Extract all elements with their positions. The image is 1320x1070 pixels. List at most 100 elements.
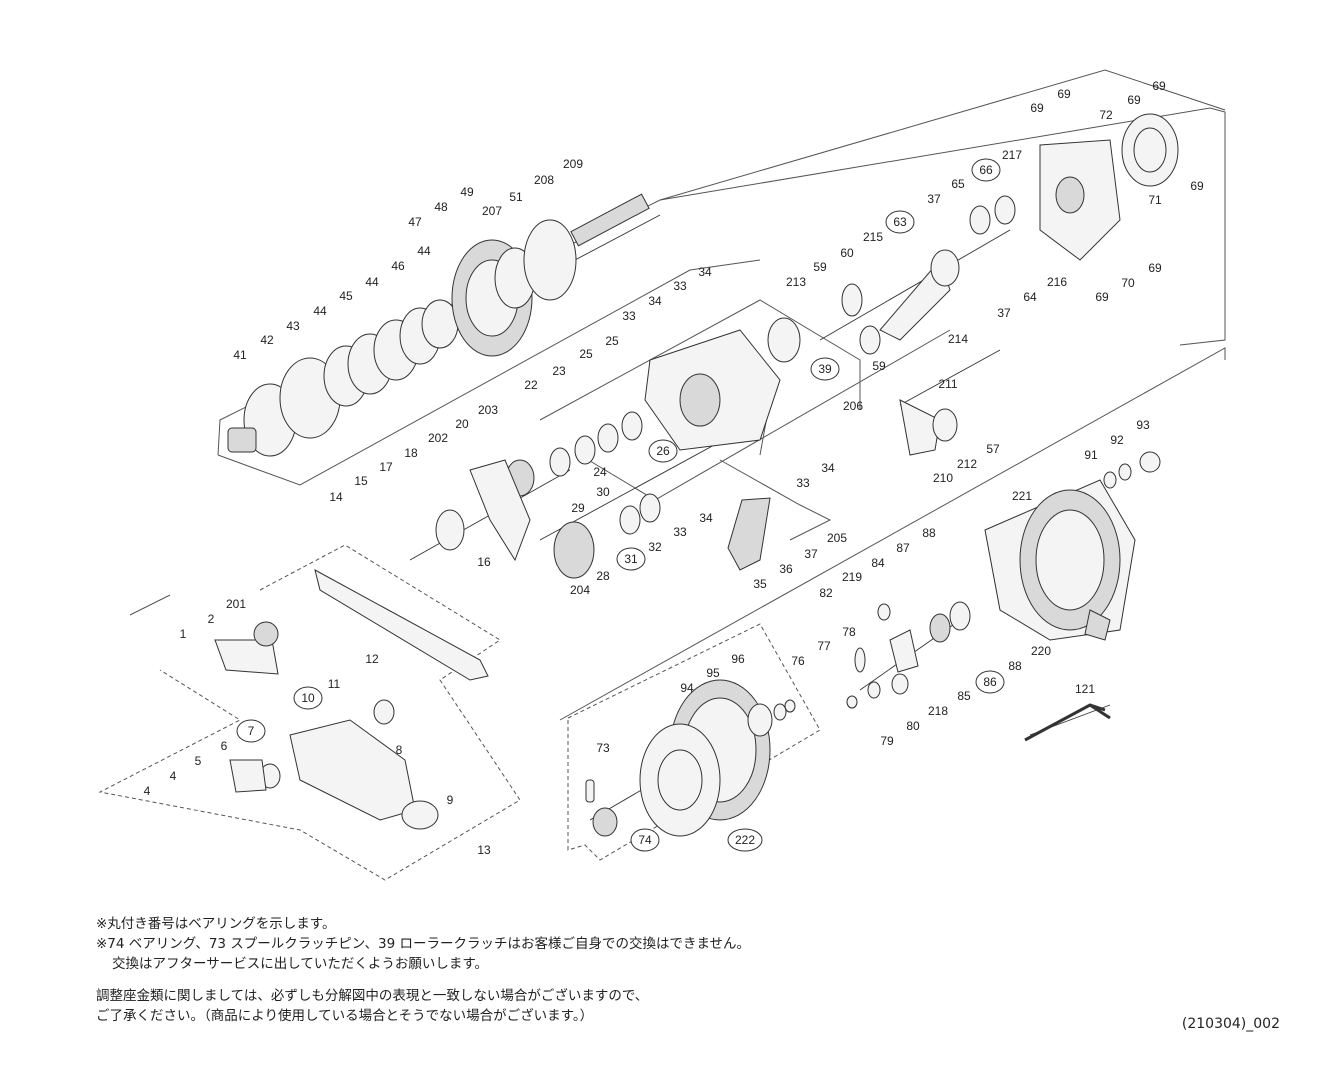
part-number: 215 xyxy=(863,230,883,244)
part-label: 205 xyxy=(827,531,847,545)
part-label: 79 xyxy=(880,734,894,748)
bearing-circle xyxy=(810,357,840,381)
part-number: 72 xyxy=(1099,108,1113,122)
part-number: 203 xyxy=(478,403,498,417)
part-label: 210 xyxy=(933,471,953,485)
bearing-circle xyxy=(727,828,763,852)
note-bearing-circle: ※丸付き番号はベアリングを示します。 xyxy=(96,916,336,932)
part-number: 71 xyxy=(1148,193,1162,207)
part-number: 216 xyxy=(1047,275,1067,289)
part-label: 78 xyxy=(842,625,856,639)
part-label: 31 xyxy=(616,547,646,571)
part-label: 69 xyxy=(1095,290,1109,304)
part-number: 51 xyxy=(509,190,523,204)
part-label: 69 xyxy=(1190,179,1204,193)
part-label: 29 xyxy=(571,501,585,515)
part-number: 205 xyxy=(827,531,847,545)
bearing-circle xyxy=(971,158,1001,182)
part-number: 5 xyxy=(195,754,202,768)
part-label: 13 xyxy=(477,843,491,857)
part-label: 4 xyxy=(144,784,151,798)
part-label: 86 xyxy=(975,670,1005,694)
part-number: 44 xyxy=(365,275,379,289)
part-number: 65 xyxy=(951,177,965,191)
part-label: 33 xyxy=(673,279,687,293)
part-label: 41 xyxy=(233,348,247,362)
part-number: 26 xyxy=(656,444,670,458)
part-number: 34 xyxy=(698,265,712,279)
bearing-circle xyxy=(293,686,323,710)
part-label: 39 xyxy=(810,357,840,381)
part-label: 202 xyxy=(428,431,448,445)
part-label: 214 xyxy=(948,332,968,346)
part-label: 95 xyxy=(706,666,720,680)
part-number: 18 xyxy=(404,446,418,460)
part-label: 63 xyxy=(885,210,915,234)
part-number: 2 xyxy=(208,612,215,626)
part-label: 87 xyxy=(896,541,910,555)
part-label: 211 xyxy=(938,377,957,391)
bearing-circle xyxy=(975,670,1005,694)
part-label: 80 xyxy=(906,719,920,733)
part-number: 79 xyxy=(880,734,894,748)
part-number: 85 xyxy=(957,689,971,703)
part-label: 57 xyxy=(986,442,1000,456)
part-number: 94 xyxy=(680,681,694,695)
part-label: 46 xyxy=(391,259,405,273)
part-label: 64 xyxy=(1023,290,1037,304)
part-number: 59 xyxy=(872,359,886,373)
part-label: 69 xyxy=(1127,93,1141,107)
part-label: 33 xyxy=(673,525,687,539)
part-label: 1 xyxy=(180,627,187,641)
part-number: 70 xyxy=(1121,276,1135,290)
part-label: 84 xyxy=(871,556,885,570)
part-label: 208 xyxy=(534,173,554,187)
part-label: 74 xyxy=(630,828,660,852)
part-label: 94 xyxy=(680,681,694,695)
part-label: 60 xyxy=(840,246,854,260)
part-label: 218 xyxy=(928,704,948,718)
part-number: 207 xyxy=(482,204,502,218)
part-number: 20 xyxy=(455,417,469,431)
part-label: 69 xyxy=(1057,87,1071,101)
part-number: 78 xyxy=(842,625,856,639)
part-number: 33 xyxy=(673,525,687,539)
bearing-circle xyxy=(616,547,646,571)
part-label: 37 xyxy=(997,306,1011,320)
part-number: 73 xyxy=(596,741,610,755)
part-number: 91 xyxy=(1084,448,1098,462)
part-number: 202 xyxy=(428,431,448,445)
part-label: 43 xyxy=(286,319,300,333)
part-label: 25 xyxy=(605,334,619,348)
part-number: 209 xyxy=(563,157,583,171)
bearing-circle xyxy=(236,719,266,743)
part-label: 77 xyxy=(817,639,831,653)
part-label: 88 xyxy=(1008,659,1022,673)
part-number: 60 xyxy=(840,246,854,260)
part-number: 74 xyxy=(638,833,652,847)
part-number: 16 xyxy=(477,555,491,569)
part-label: 25 xyxy=(579,347,593,361)
part-number: 9 xyxy=(447,793,454,807)
part-number: 4 xyxy=(144,784,151,798)
part-label: 85 xyxy=(957,689,971,703)
part-number: 33 xyxy=(673,279,687,293)
part-label: 201 xyxy=(226,597,246,611)
part-number: 35 xyxy=(753,577,767,591)
part-number: 211 xyxy=(938,377,957,391)
part-number: 77 xyxy=(817,639,831,653)
part-number: 15 xyxy=(354,474,368,488)
part-number: 69 xyxy=(1095,290,1109,304)
part-number: 8 xyxy=(396,743,403,757)
part-label: 70 xyxy=(1121,276,1135,290)
part-label: 73 xyxy=(596,741,610,755)
part-label: 91 xyxy=(1084,448,1098,462)
part-label: 65 xyxy=(951,177,965,191)
part-label: 33 xyxy=(622,309,636,323)
part-number: 218 xyxy=(928,704,948,718)
part-number: 201 xyxy=(226,597,246,611)
part-number: 29 xyxy=(571,501,585,515)
part-label: 213 xyxy=(786,275,806,289)
part-number: 13 xyxy=(477,843,491,857)
part-label: 219 xyxy=(842,570,862,584)
